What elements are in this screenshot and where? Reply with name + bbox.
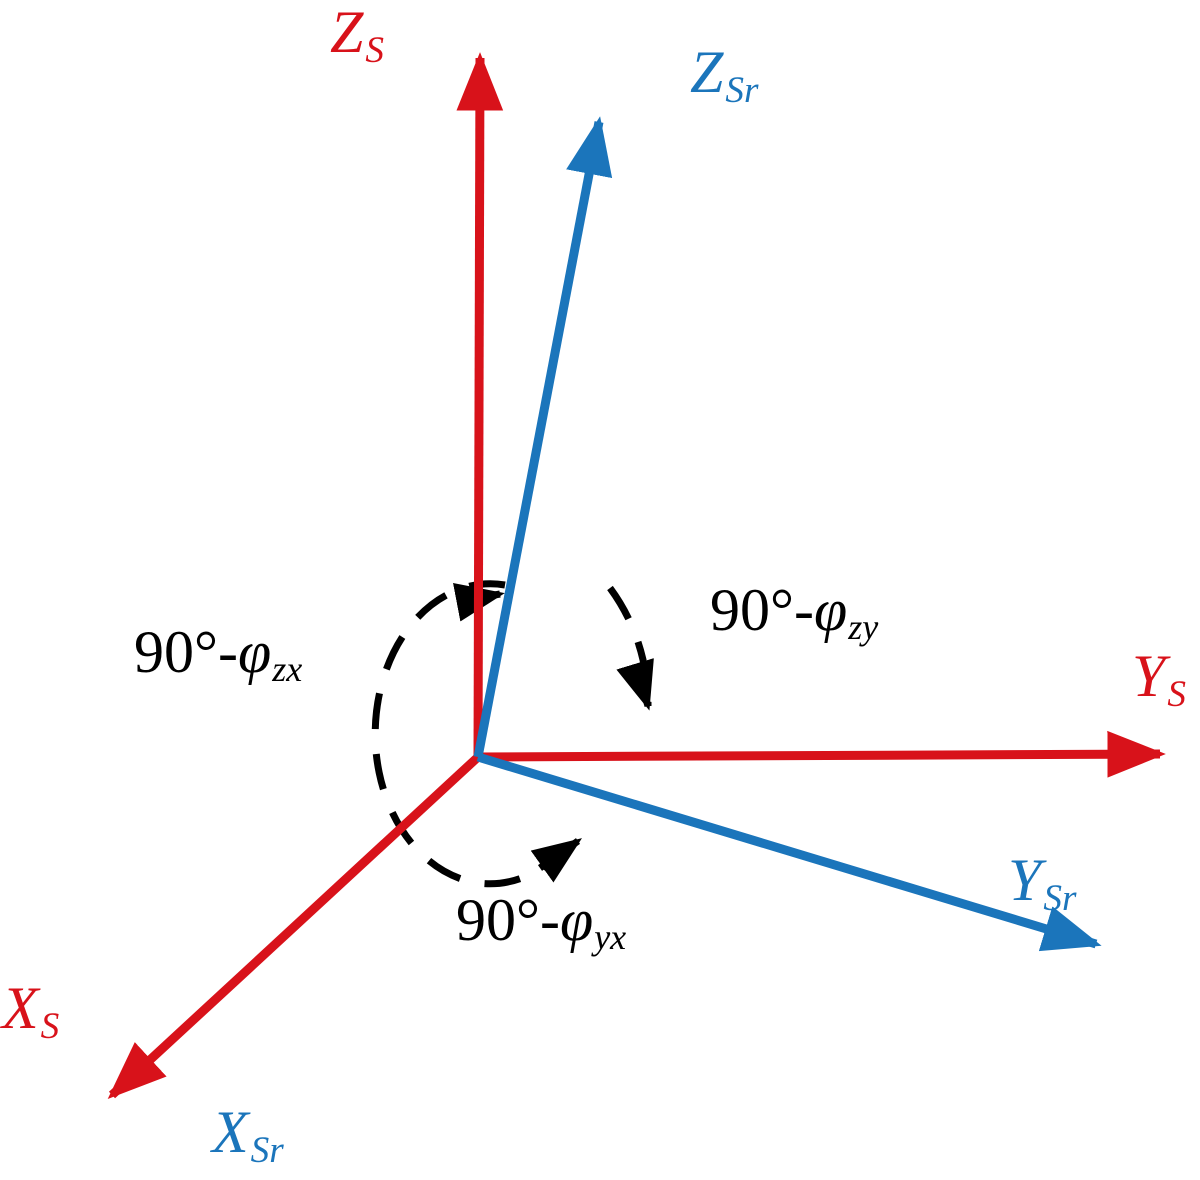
- angle-prefix: 90°-: [134, 619, 238, 685]
- axis-letter: Z: [330, 0, 364, 65]
- z-sr-axis-label: ZSr: [690, 42, 758, 110]
- axis-letter: X: [2, 975, 39, 1041]
- angle-prefix: 90°-: [456, 887, 560, 953]
- z-sr-axis: [473, 116, 613, 758]
- angle-arc-zx-yx: [371, 580, 563, 888]
- phi-symbol: φ: [237, 619, 272, 685]
- phi-symbol: φ: [813, 577, 848, 643]
- x-sr-axis-label: XSr: [212, 1102, 284, 1170]
- y-sr-axis: [476, 752, 1102, 952]
- z-s-axis: [456, 52, 504, 758]
- angle-subscript: zy: [848, 606, 879, 647]
- axis-letter: Z: [690, 39, 724, 105]
- axis-subscript: S: [40, 1006, 60, 1048]
- x-s-axis-label: XS: [2, 978, 59, 1046]
- angle-arrow-toward-y-s-icon: [616, 658, 654, 711]
- axis-subscript: Sr: [725, 70, 759, 112]
- angle-label-zx: 90°-φzx: [134, 622, 302, 687]
- phi-symbol: φ: [559, 887, 594, 953]
- angle-label-yx: 90°-φyx: [456, 890, 626, 955]
- angle-prefix: 90°-: [710, 577, 814, 643]
- angle-subscript: zx: [272, 648, 303, 689]
- angle-arc-zy: [607, 585, 652, 707]
- angle-arrow-toward-y-sr-icon: [530, 838, 582, 883]
- axis-subscript: S: [365, 30, 384, 72]
- axis-subscript: Sr: [1043, 878, 1077, 920]
- y-s-axis-label: YS: [1132, 646, 1186, 714]
- axis-subscript: Sr: [250, 1130, 284, 1172]
- y-s-axis: [477, 730, 1166, 778]
- axis-letter: X: [212, 1099, 249, 1165]
- axis-subscript: S: [1167, 674, 1186, 716]
- axis-letter: Y: [1008, 847, 1042, 913]
- axis-letter: Y: [1132, 643, 1166, 709]
- z-s-axis-label: ZS: [330, 2, 384, 70]
- y-sr-axis-label: YSr: [1008, 850, 1076, 918]
- angle-label-zy: 90°-φzy: [710, 580, 878, 645]
- x-s-axis: [107, 753, 482, 1099]
- angle-subscript: yx: [594, 916, 627, 957]
